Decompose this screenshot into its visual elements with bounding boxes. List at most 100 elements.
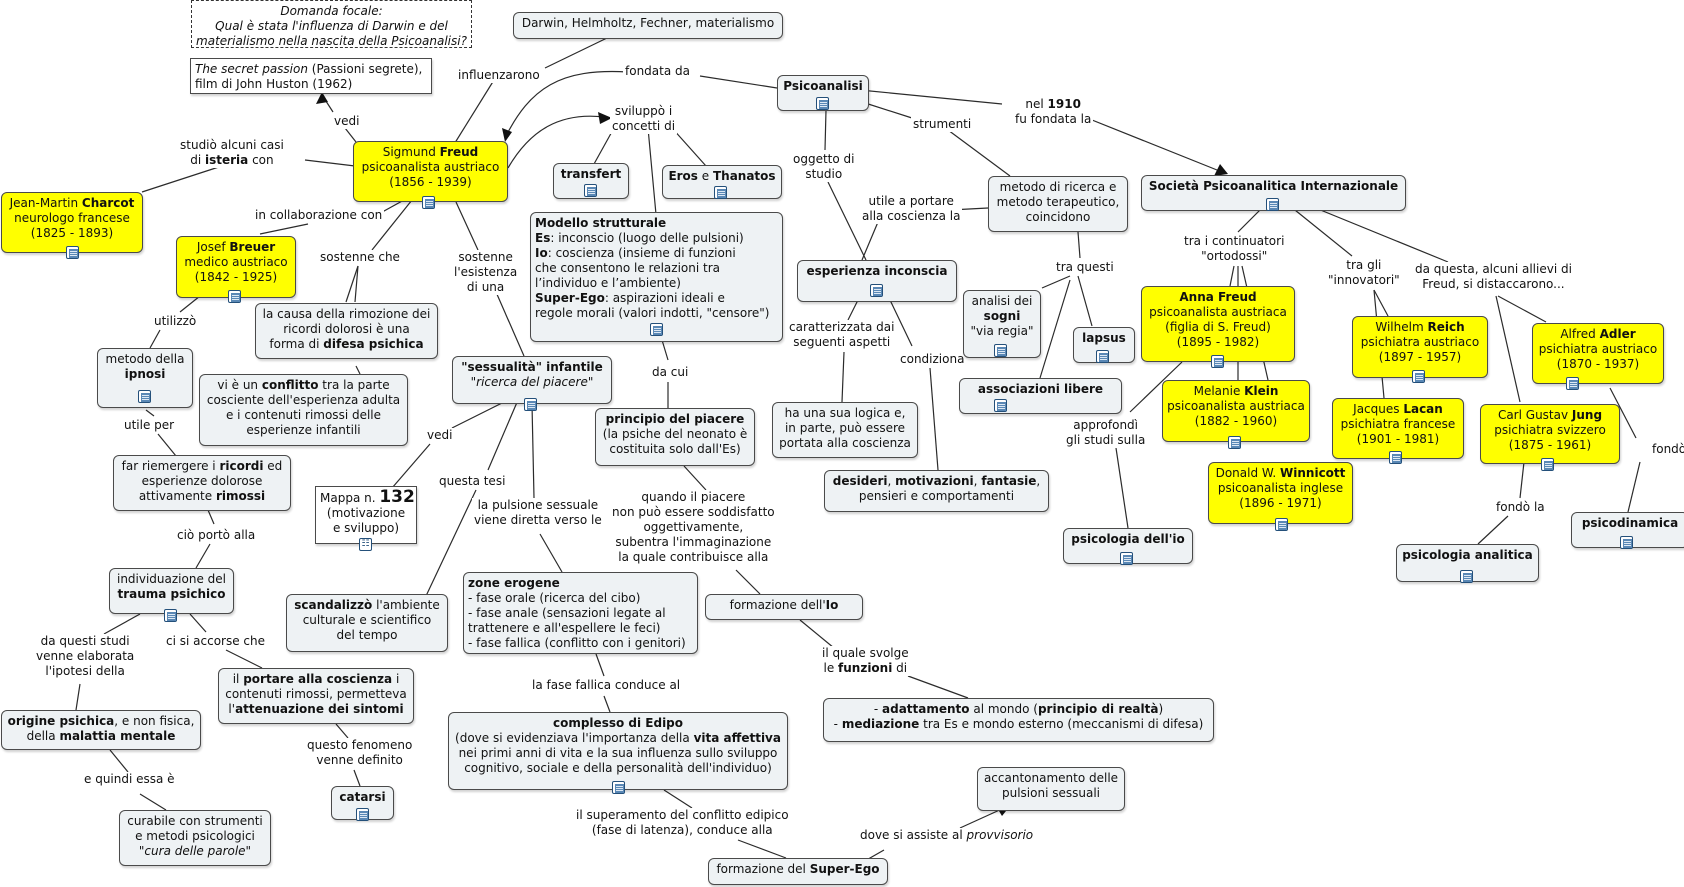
text-line: ipnosi bbox=[102, 367, 188, 382]
text-line: accantonamento delle bbox=[982, 771, 1120, 786]
text-segment: Società Psicoanalitica Internazionale bbox=[1148, 179, 1399, 193]
psicologia-analitica-node[interactable]: psicologia analitica bbox=[1396, 544, 1539, 582]
text-line: (motivazione bbox=[320, 506, 412, 521]
text-line: individuazione del bbox=[114, 572, 229, 587]
note-icon[interactable] bbox=[1460, 570, 1473, 583]
text-line: il portare alla coscienza i bbox=[223, 672, 409, 687]
text-segment: i bbox=[392, 672, 400, 686]
text-segment: (1896 - 1971) bbox=[1239, 496, 1322, 510]
note-icon[interactable] bbox=[994, 344, 1007, 357]
note-icon[interactable] bbox=[870, 284, 883, 297]
note-icon[interactable] bbox=[356, 808, 369, 821]
note-icon[interactable] bbox=[1541, 458, 1554, 471]
esperienza-inconscia-node[interactable]: esperienza inconscia bbox=[797, 260, 957, 302]
note-icon[interactable] bbox=[422, 196, 435, 209]
text-line: materialismo nella nascita della Psicoan… bbox=[196, 34, 467, 49]
note-icon[interactable] bbox=[1389, 451, 1402, 464]
text-line: condiziona bbox=[900, 352, 964, 367]
note-icon[interactable] bbox=[1211, 355, 1224, 368]
text-segment: : inconscio (luogo delle pulsioni) bbox=[550, 231, 744, 245]
text-line: la quale contribuisce alla bbox=[612, 550, 775, 565]
text-line: studiò alcuni casi bbox=[180, 138, 284, 153]
funzioni-io-node[interactable]: - adattamento al mondo (principio di rea… bbox=[823, 698, 1214, 742]
note-icon[interactable] bbox=[1266, 198, 1279, 211]
text-segment: non può essere soddisfatto bbox=[612, 505, 775, 519]
text-segment: al mondo ( bbox=[969, 702, 1038, 716]
sessualita-infantile-node[interactable]: "sessualità" infantile"ricerca del piace… bbox=[452, 356, 612, 404]
text-line: e i contenuti rimossi delle bbox=[204, 408, 403, 423]
note-icon[interactable] bbox=[1120, 552, 1133, 565]
text-line: sostenne bbox=[454, 250, 517, 265]
origine-psichica-node[interactable]: origine psichica, e non fisica,della mal… bbox=[1, 710, 201, 750]
influences-node[interactable]: Darwin, Helmholtz, Fechner, materialismo bbox=[513, 12, 783, 39]
note-icon[interactable] bbox=[1620, 536, 1633, 549]
zone-erogene-node[interactable]: zone erogene- fase orale (ricerca del ci… bbox=[463, 572, 698, 654]
note-icon[interactable] bbox=[138, 390, 151, 403]
text-line: Sigmund Freud bbox=[358, 145, 503, 160]
note-icon[interactable] bbox=[524, 398, 537, 411]
text-segment: regole morali (valori indotti, "censore"… bbox=[535, 306, 770, 320]
associazioni-libere-node[interactable]: associazioni libere bbox=[959, 378, 1122, 414]
note-icon[interactable] bbox=[1275, 518, 1288, 531]
formazione-io-node[interactable]: formazione dell'Io bbox=[705, 594, 863, 620]
text-line: Jean-Martin Charcot bbox=[6, 196, 138, 211]
note-icon[interactable] bbox=[66, 246, 79, 259]
text-segment: fantasie bbox=[981, 474, 1037, 488]
super-ego-node[interactable]: formazione del Super-Ego bbox=[708, 858, 888, 885]
text-line: Qual è stata l'influenza di Darwin e del bbox=[196, 19, 467, 34]
text-segment: Lacan bbox=[1403, 402, 1443, 416]
text-segment: (1825 - 1893) bbox=[30, 226, 114, 240]
desideri-node[interactable]: desideri, motivazioni, fantasie,pensieri… bbox=[824, 470, 1049, 512]
note-icon[interactable] bbox=[650, 323, 663, 336]
complesso-edipo-node[interactable]: complesso di Edipo(dove si evidenziava l… bbox=[448, 712, 788, 790]
societa-node[interactable]: Società Psicoanalitica Internazionale bbox=[1141, 175, 1406, 211]
transfert-node[interactable]: transfert bbox=[553, 163, 629, 199]
concept-map-link-icon[interactable]: ☷ bbox=[359, 538, 372, 551]
lapsus-node[interactable]: lapsus bbox=[1073, 327, 1135, 363]
film-reference-node[interactable]: The secret passion (Passioni segrete),fi… bbox=[190, 58, 432, 94]
note-icon[interactable] bbox=[228, 290, 241, 303]
logica-node[interactable]: ha una sua logica e,in parte, può essere… bbox=[772, 402, 918, 458]
note-icon[interactable] bbox=[1096, 350, 1109, 363]
note-icon[interactable] bbox=[714, 186, 727, 199]
label-si-accorse: ci si accorse che bbox=[164, 634, 268, 649]
text-segment: complesso di Edipo bbox=[552, 716, 684, 730]
note-icon[interactable] bbox=[612, 781, 625, 794]
note-icon[interactable] bbox=[164, 609, 177, 622]
note-icon[interactable] bbox=[584, 184, 597, 197]
note-icon[interactable] bbox=[1228, 436, 1241, 449]
principio-piacere-node[interactable]: principio del piacere(la psiche del neon… bbox=[595, 408, 755, 466]
text-line: regole morali (valori indotti, "censore"… bbox=[535, 306, 778, 321]
note-icon[interactable] bbox=[816, 97, 829, 110]
note-icon[interactable] bbox=[1566, 377, 1579, 390]
text-segment: Freud bbox=[439, 145, 479, 159]
note-icon[interactable] bbox=[994, 399, 1007, 412]
note-icon[interactable] bbox=[1412, 370, 1425, 383]
text-line: psicoanalista austriaca bbox=[1167, 399, 1305, 414]
